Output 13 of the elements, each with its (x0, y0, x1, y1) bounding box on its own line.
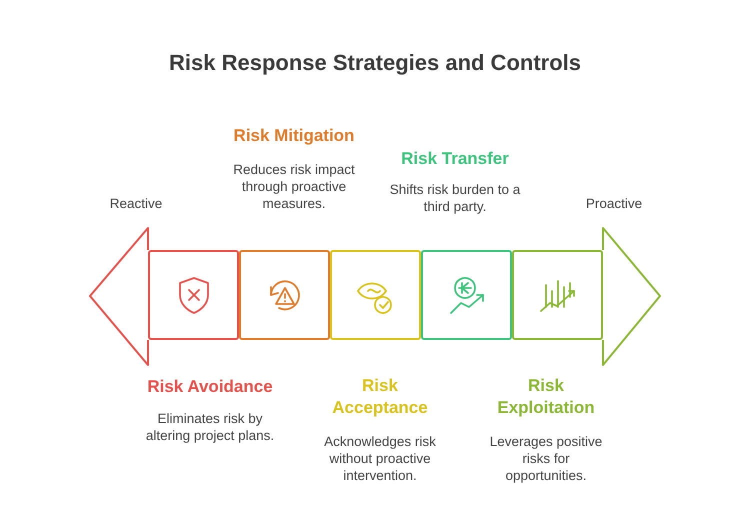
strategy-description: Leverages positive risks for opportunities. (488, 433, 604, 484)
strategy-description: Acknowledges risk without proactive intervention. (323, 433, 437, 484)
axis-end-label: Proactive (586, 196, 642, 211)
title: Risk Response Strategies and Controls (168, 50, 582, 76)
strategy-heading: Risk Avoidance (146, 376, 274, 398)
strategy-heading: Risk Mitigation (232, 125, 356, 147)
strategy-description: Reduces risk impact through proactive measures. (232, 161, 356, 212)
strategy-heading: Risk Exploitation (496, 375, 596, 419)
strategy-description: Eliminates risk by altering project plans. (145, 410, 275, 444)
strategy-description: Shifts risk burden to a third party. (388, 181, 522, 215)
strategy-heading: Risk Acceptance (331, 375, 429, 419)
axis-end-label: Reactive (110, 196, 162, 211)
strategy-heading: Risk Transfer (400, 148, 510, 170)
